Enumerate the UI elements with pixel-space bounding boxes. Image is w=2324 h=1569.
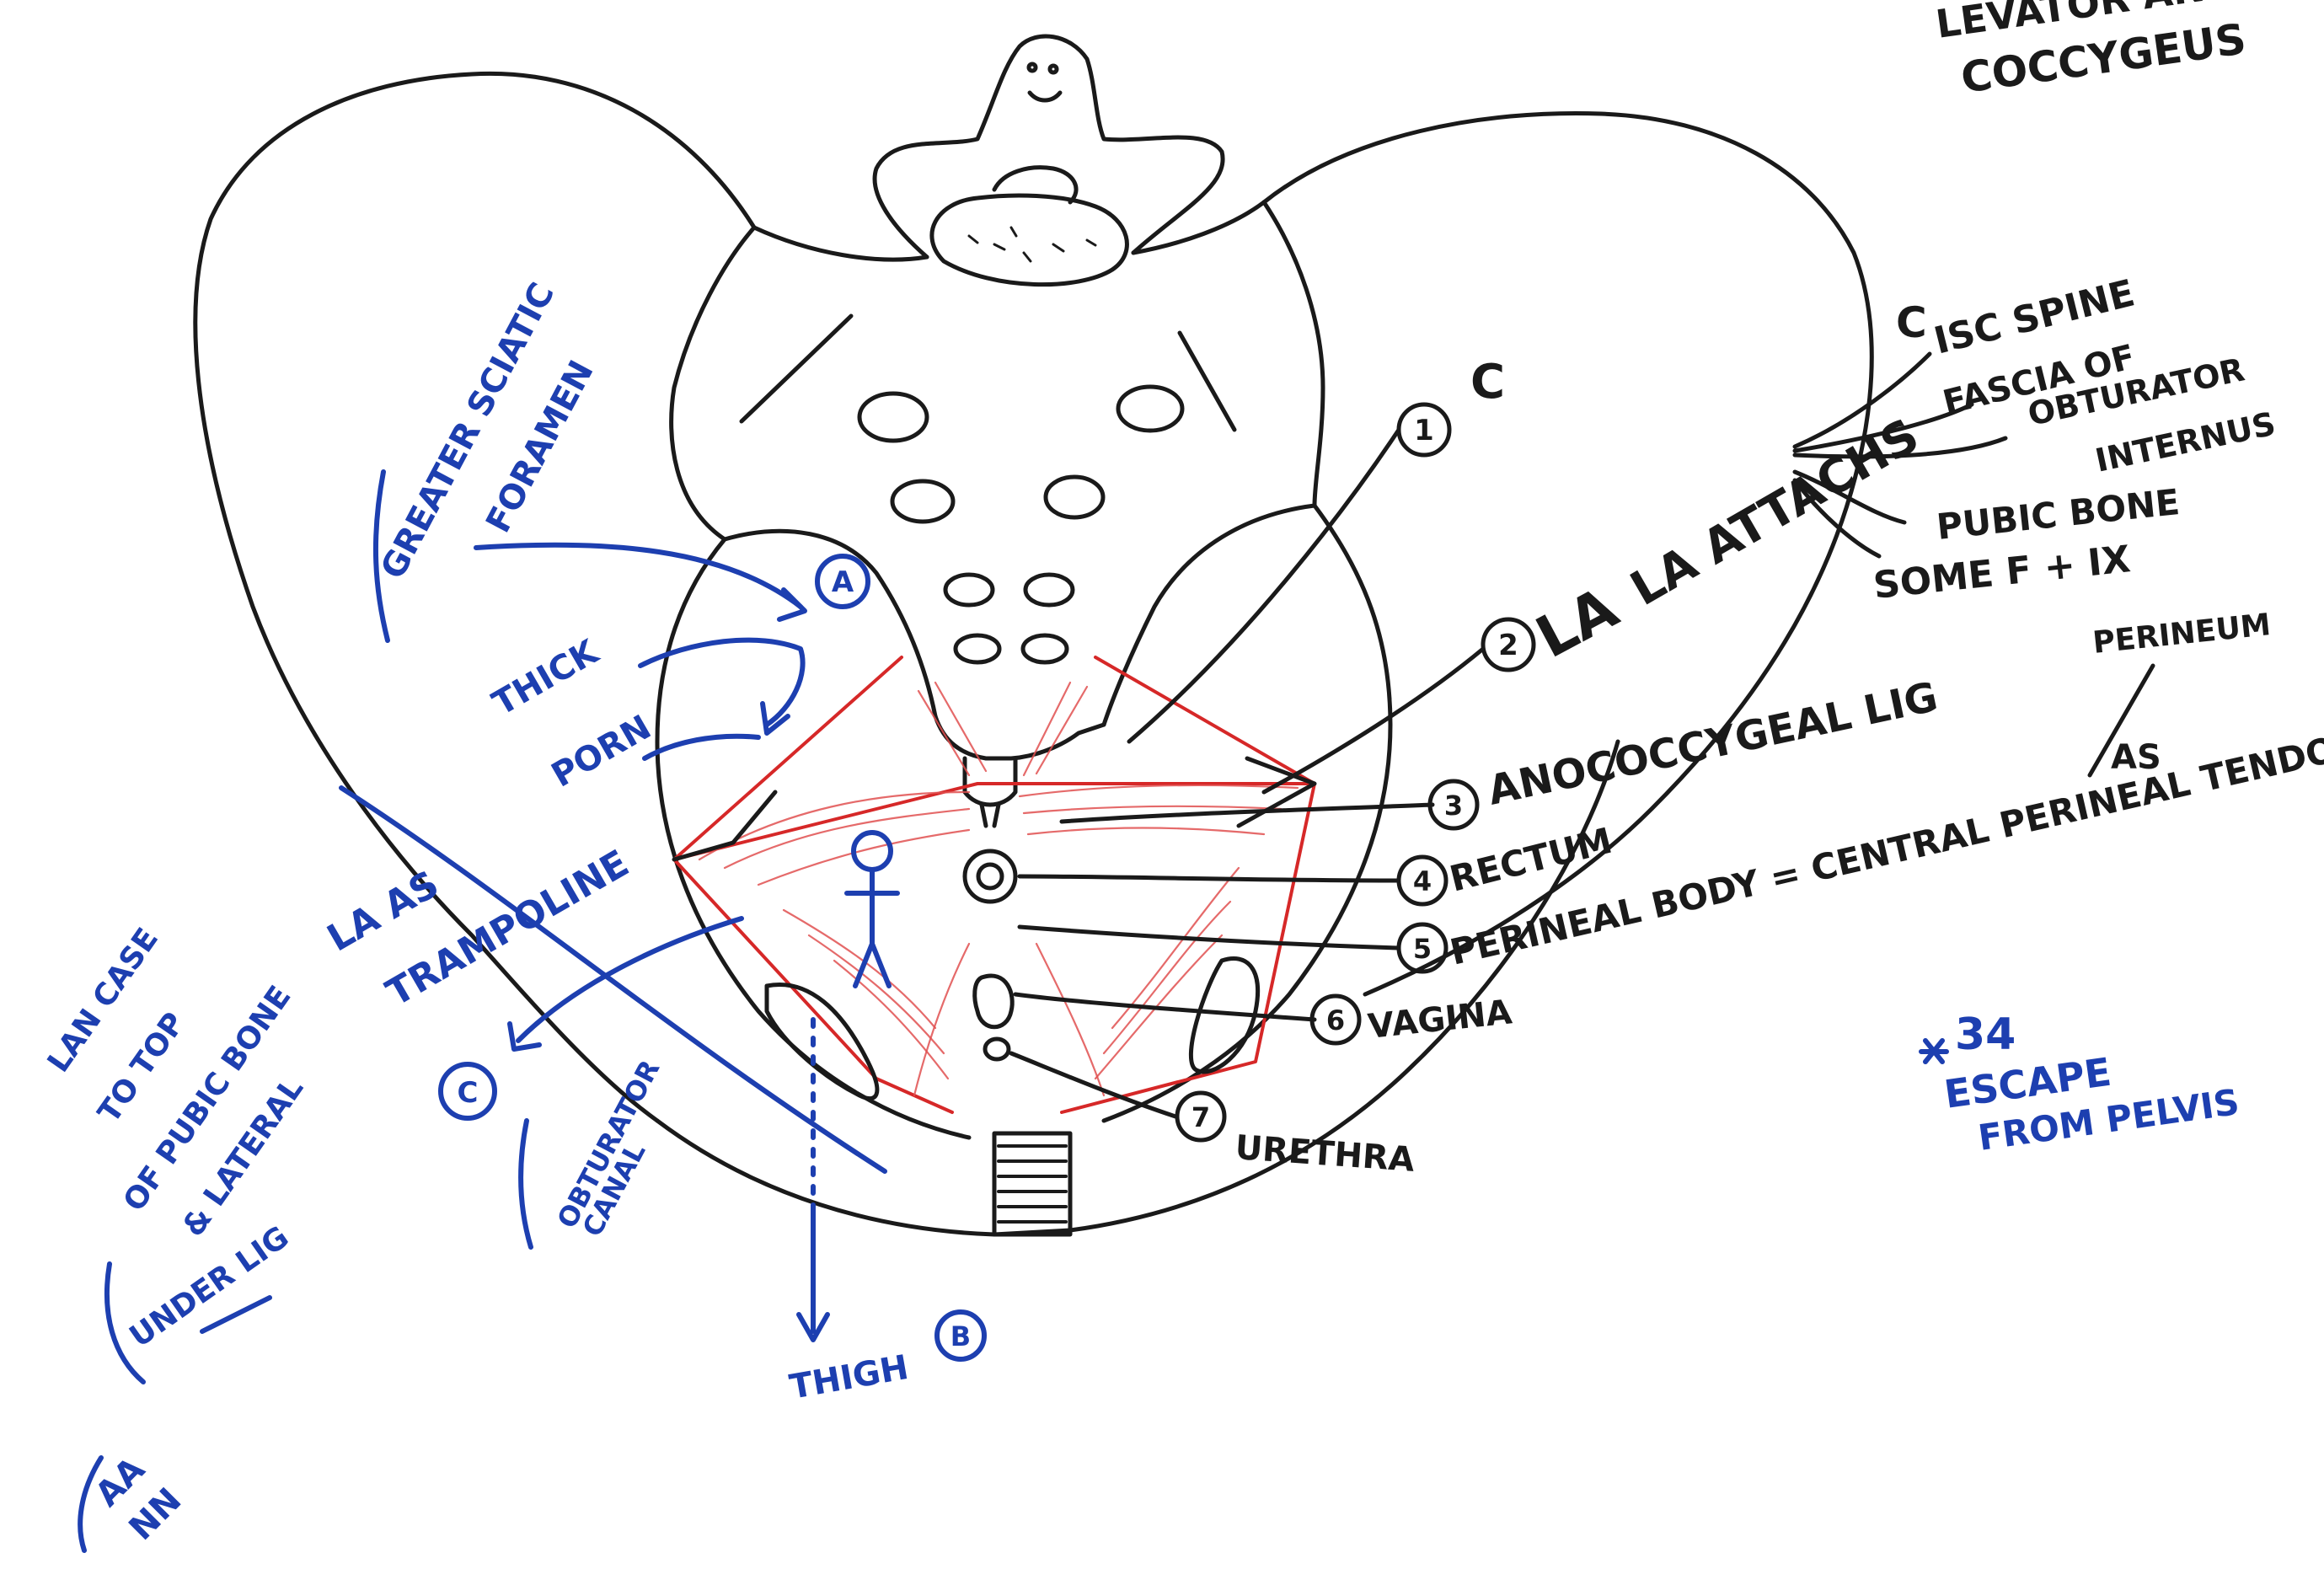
label-b-marker: B: [950, 1320, 971, 1352]
label-vagina: VAGINA: [1366, 993, 1513, 1047]
blue-labels: GREATER SCIATIC FORAMEN A THICK PORN LA …: [41, 276, 2242, 1548]
label-la: LA: [1526, 575, 1629, 672]
attach-some-fix: SOME F + IX: [1872, 538, 2133, 608]
label-porn: PORN: [545, 708, 658, 795]
circle-5-number: 5: [1413, 933, 1432, 965]
attach-pubic-bone: PUBIC BONE: [1935, 481, 2182, 548]
circle-2-number: 2: [1498, 629, 1518, 662]
circle-4-number: 4: [1413, 865, 1432, 897]
label-rectum: RECTUM: [1446, 820, 1616, 900]
left-note-5: UNDER LIG: [124, 1220, 296, 1355]
levator-ani-muscle: [674, 657, 1315, 1112]
attach-perineum: PERINEUM: [2091, 608, 2273, 661]
black-labels: 1 C 2 LA LA ATTACHS C ISC SPINE FASCIA O…: [1191, 0, 2324, 1180]
label-g: C: [1896, 298, 1927, 347]
label-a-marker: A: [832, 565, 854, 599]
label-circle-c: C: [1470, 355, 1505, 410]
label-anococcygeal: ANOCOCCYGEAL LIG: [1484, 673, 1942, 815]
escape-number: 34: [1955, 1009, 2016, 1060]
label-la-as: LA AS: [320, 863, 446, 961]
blue-annotations: [80, 472, 1946, 1550]
circle-3-number: 3: [1444, 790, 1463, 822]
label-thick: THICK: [486, 632, 607, 724]
circle-1-number: 1: [1414, 414, 1434, 447]
attach-internus: INTERNUS: [2092, 405, 2279, 479]
label-circle-c-left: C: [458, 1076, 479, 1110]
circle-7-number: 7: [1191, 1101, 1210, 1133]
label-thigh: THIGH: [787, 1348, 912, 1407]
circle-6-number: 6: [1326, 1004, 1345, 1036]
